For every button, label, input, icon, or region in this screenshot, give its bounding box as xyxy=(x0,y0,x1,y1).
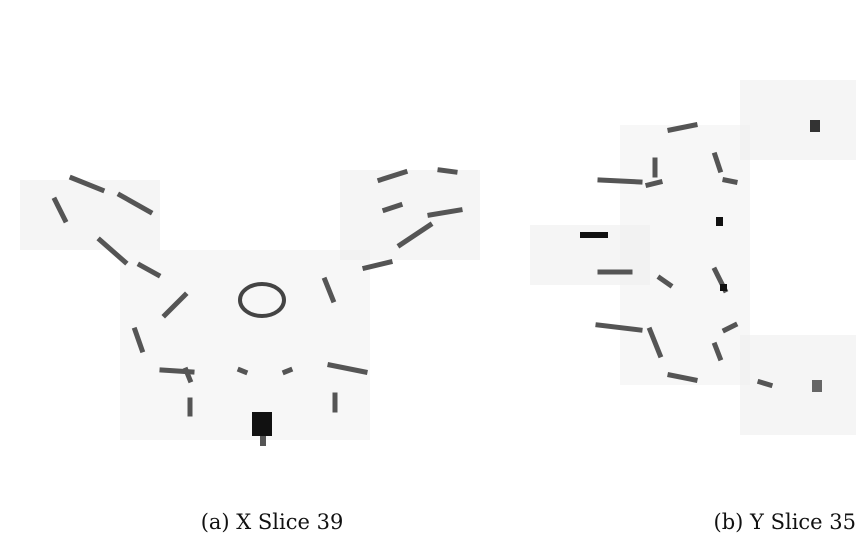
y-slice-image xyxy=(530,80,856,435)
y-slice-dark-marks xyxy=(580,120,822,392)
x-slice-dark-blob xyxy=(252,412,272,446)
y-slice-haze xyxy=(530,80,856,435)
x-slice-structure xyxy=(51,167,463,417)
panel-x-slice: (a) X Slice 39 xyxy=(20,167,480,534)
x-slice-image xyxy=(20,167,480,446)
y-slice-structure xyxy=(595,122,774,389)
panel-y-slice: (b) Y Slice 35 xyxy=(520,0,856,534)
caption-y-slice: (b) Y Slice 35 xyxy=(713,510,856,534)
x-slice-haze xyxy=(20,170,480,440)
caption-x-slice: (a) X Slice 39 xyxy=(200,510,344,534)
